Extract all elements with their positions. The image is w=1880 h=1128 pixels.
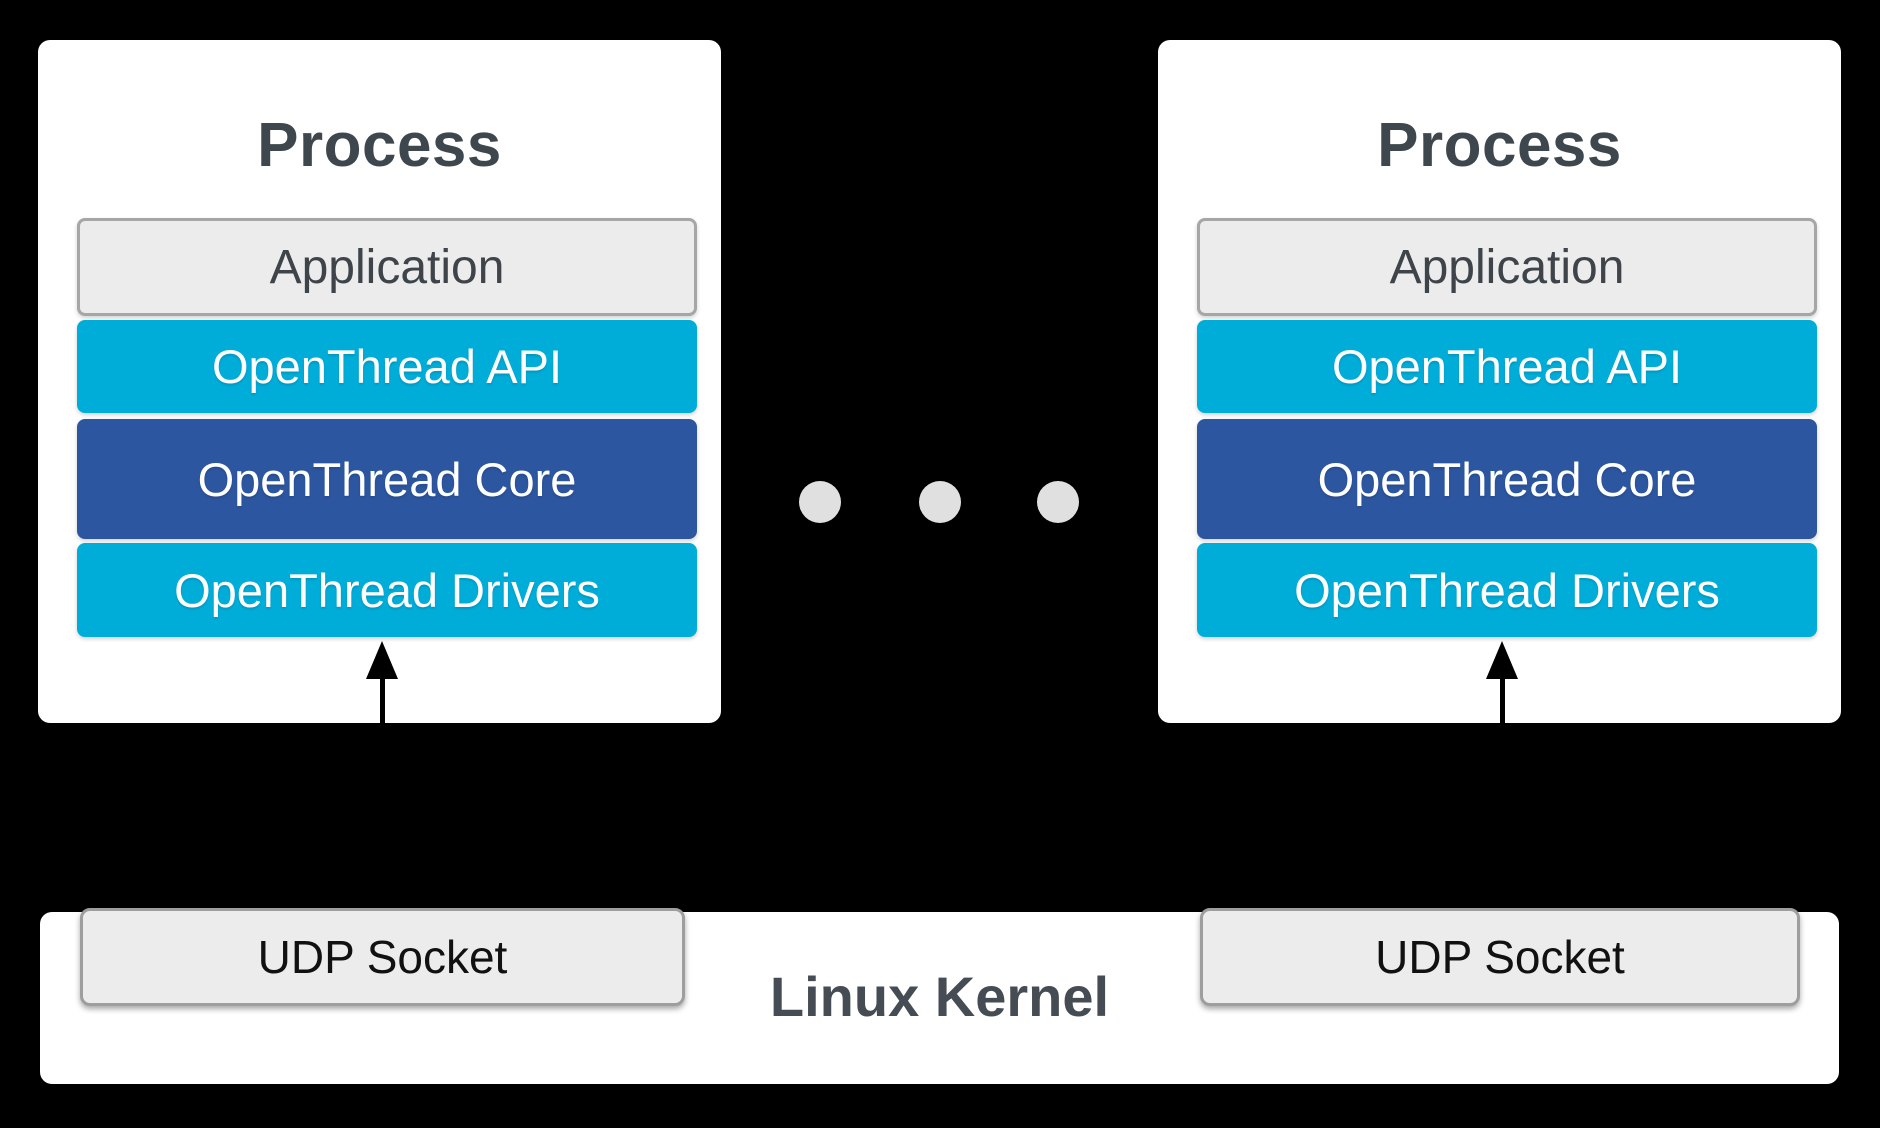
up-arrow-line [1500, 676, 1505, 908]
layer-openthread-core: OpenThread Core [77, 419, 697, 539]
process-panel-right: Process Application OpenThread API OpenT… [1158, 40, 1841, 723]
ellipsis-dot [919, 481, 961, 523]
up-arrow-icon [366, 641, 398, 679]
layer-application: Application [77, 218, 697, 316]
layer-openthread-api: OpenThread API [1197, 320, 1817, 413]
layer-openthread-api: OpenThread API [77, 320, 697, 413]
up-arrow-icon [1486, 641, 1518, 679]
linux-kernel-bar: Linux Kernel UDP Socket UDP Socket [40, 908, 1839, 1084]
udp-socket-left: UDP Socket [80, 908, 685, 1006]
process-title: Process [1377, 111, 1622, 180]
kernel-title: Linux Kernel [769, 965, 1110, 1028]
layer-openthread-core: OpenThread Core [1197, 419, 1817, 539]
ellipsis-dot [799, 481, 841, 523]
process-title: Process [257, 111, 502, 180]
layer-application: Application [1197, 218, 1817, 316]
layer-openthread-drivers: OpenThread Drivers [77, 543, 697, 637]
ellipsis-dot [1037, 481, 1079, 523]
process-panel-left: Process Application OpenThread API OpenT… [38, 40, 721, 723]
udp-socket-right: UDP Socket [1200, 908, 1800, 1006]
layer-openthread-drivers: OpenThread Drivers [1197, 543, 1817, 637]
up-arrow-line [380, 676, 385, 908]
